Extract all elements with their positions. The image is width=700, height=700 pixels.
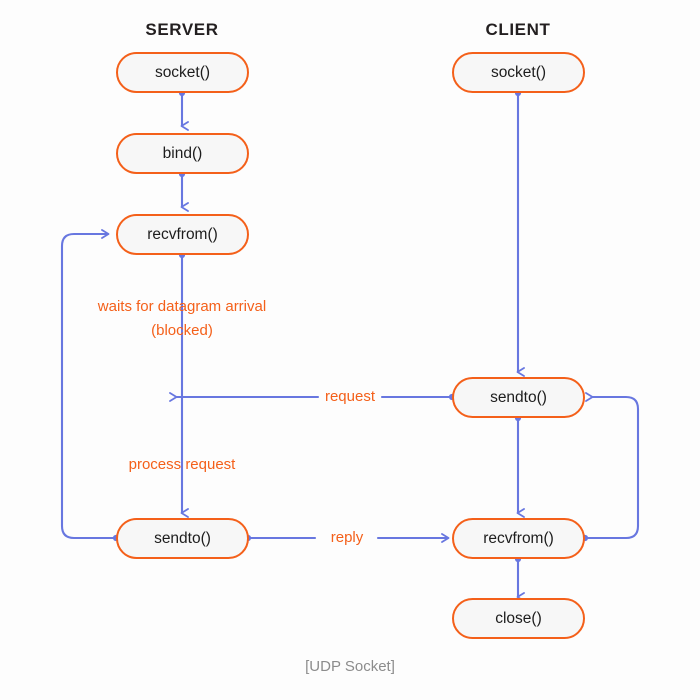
- node-label: sendto(): [154, 529, 211, 547]
- node-client-recvfrom[interactable]: recvfrom(): [452, 518, 585, 559]
- node-server-sendto[interactable]: sendto(): [116, 518, 249, 559]
- node-label: sendto(): [490, 388, 547, 406]
- node-server-bind[interactable]: bind(): [116, 133, 249, 174]
- column-title-client: CLIENT: [485, 20, 551, 39]
- node-label: bind(): [162, 144, 203, 162]
- node-client-close[interactable]: close(): [452, 598, 585, 639]
- column-title-server: SERVER: [145, 20, 219, 39]
- node-label: socket(): [154, 63, 211, 81]
- node-label: recvfrom(): [483, 529, 554, 547]
- diagram-caption: [UDP Socket]: [305, 658, 395, 675]
- edge-server-sendto-loop-to-recvfrom: [60, 229, 118, 540]
- node-label: recvfrom(): [147, 225, 218, 243]
- node-client-socket[interactable]: socket(): [452, 52, 585, 93]
- note-process-request: process request: [128, 456, 236, 473]
- node-label: socket(): [490, 63, 547, 81]
- node-label: close(): [495, 609, 542, 627]
- edge-label-reply: reply: [330, 529, 364, 546]
- node-server-socket[interactable]: socket(): [116, 52, 249, 93]
- node-client-sendto[interactable]: sendto(): [452, 377, 585, 418]
- edge-client-recvfrom-loop-to-sendto: [583, 392, 640, 540]
- edge-label-request: request: [324, 388, 376, 405]
- note-blocked-line-2: (blocked): [151, 322, 213, 339]
- node-server-recvfrom[interactable]: recvfrom(): [116, 214, 249, 255]
- note-blocked-line-1: waits for datagram arrival: [97, 298, 267, 315]
